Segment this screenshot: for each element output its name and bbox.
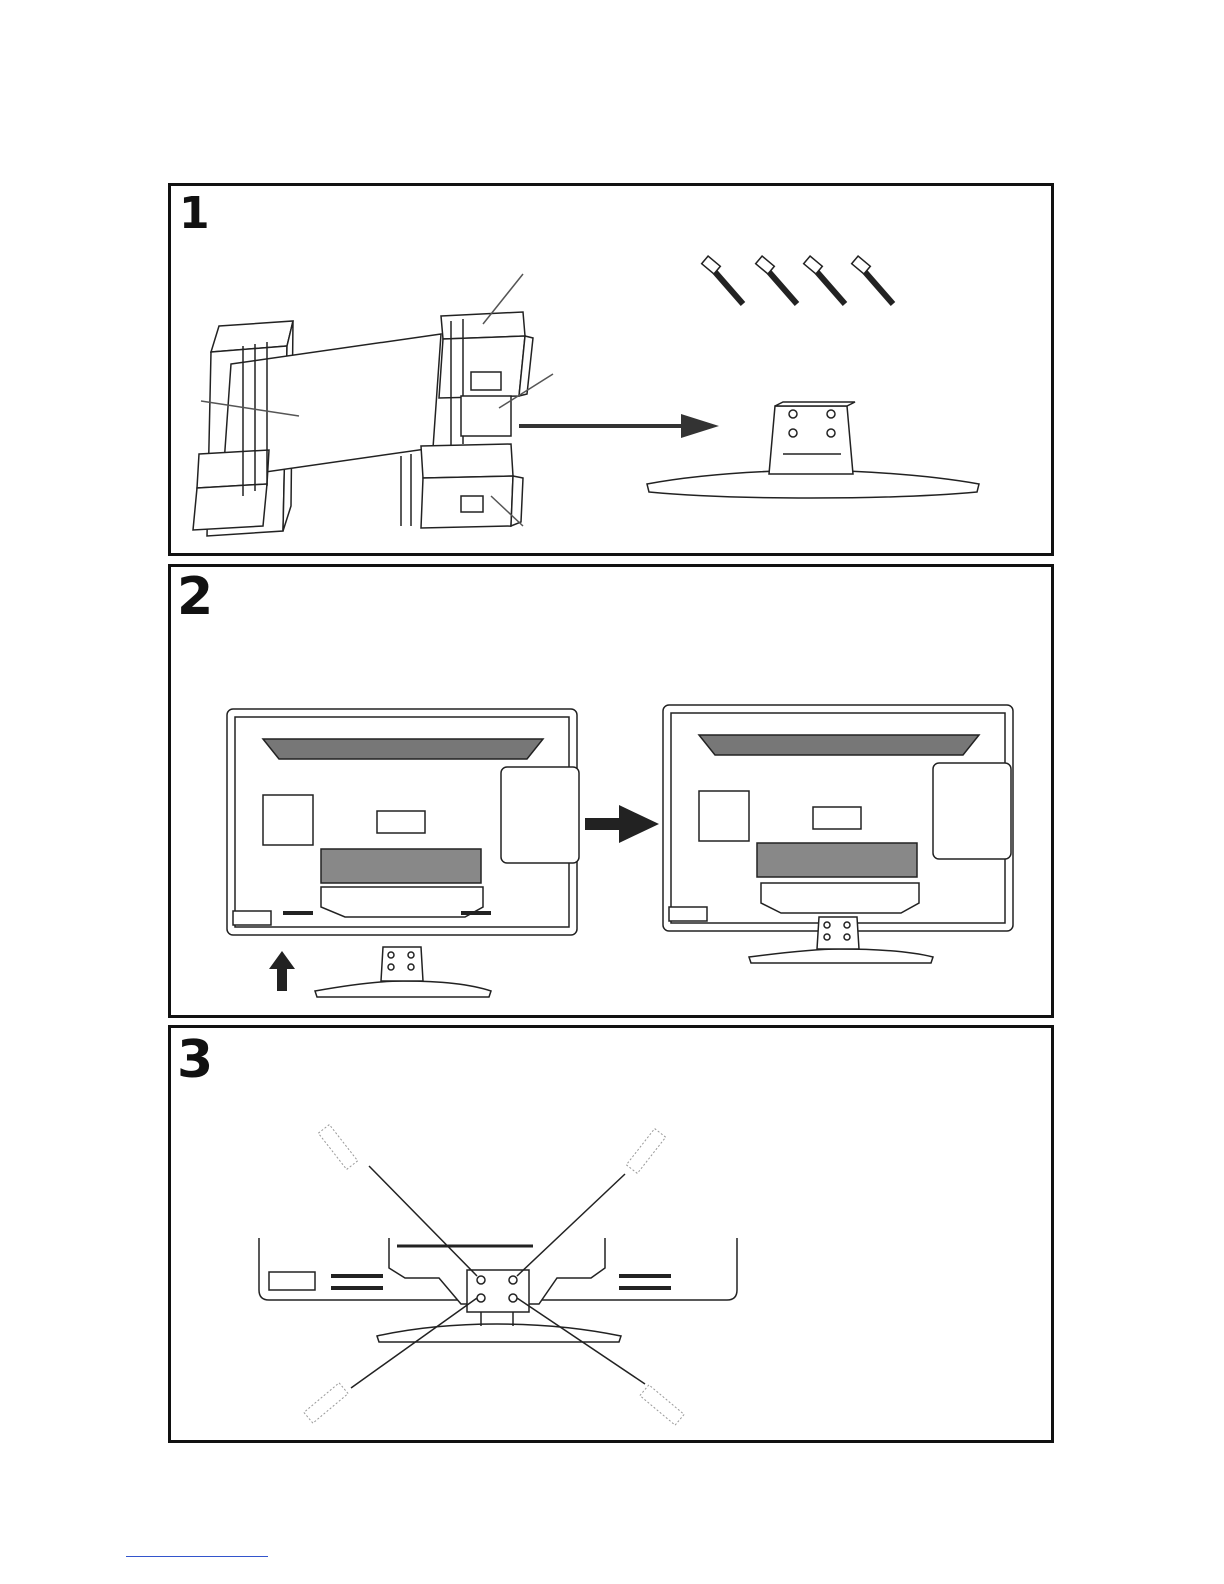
arrow-right-icon — [519, 414, 719, 438]
tv-back-illustration — [663, 705, 1013, 963]
step-2-illustration — [171, 567, 1057, 1021]
arrow-up-icon — [269, 951, 295, 991]
screw-icon — [318, 1125, 357, 1170]
step-1-panel: 1 — [168, 183, 1054, 556]
screw-icon — [304, 1383, 348, 1423]
step-3-panel: 3 — [168, 1025, 1054, 1443]
screw-icon — [804, 256, 845, 304]
stand-base-illustration — [647, 402, 979, 498]
footer-rule — [126, 1556, 268, 1557]
packing-foam-illustration — [193, 312, 533, 536]
arrow-right-icon — [585, 805, 659, 843]
screw-icon — [640, 1385, 684, 1425]
screw-icon — [626, 1129, 665, 1174]
screw-icon — [852, 256, 893, 304]
tv-back-illustration — [259, 1238, 737, 1312]
step-2-panel: 2 — [168, 564, 1054, 1018]
stand-base-illustration — [377, 1312, 621, 1342]
stand-base-illustration — [315, 947, 491, 997]
screw-icon — [702, 256, 743, 304]
screw-icon — [756, 256, 797, 304]
step-1-illustration — [171, 186, 1057, 559]
step-3-illustration — [171, 1028, 1057, 1446]
screws — [702, 256, 893, 304]
tv-back-illustration — [227, 709, 579, 935]
